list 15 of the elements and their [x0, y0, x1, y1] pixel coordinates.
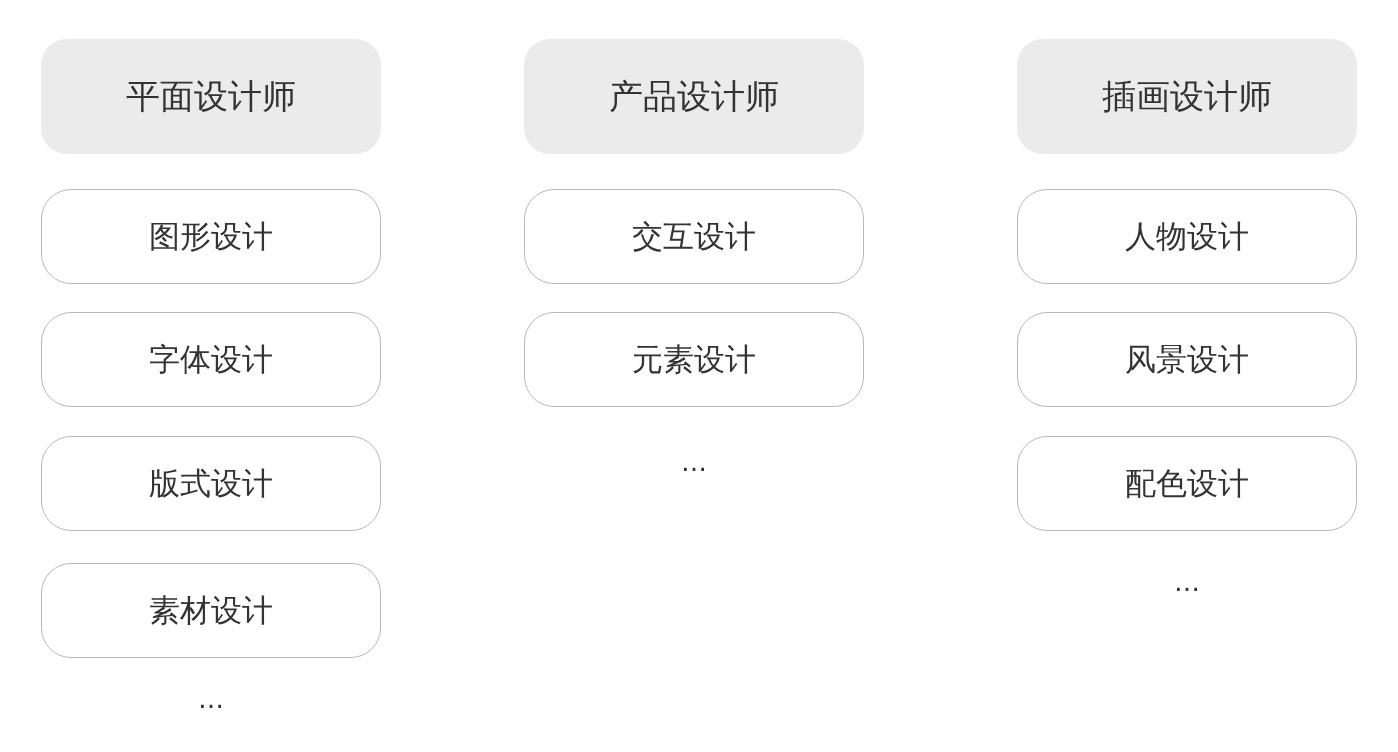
category-box: 平面设计师 — [41, 39, 381, 154]
ellipsis-text: … — [1174, 569, 1200, 595]
category-box: 产品设计师 — [524, 39, 864, 154]
item-box: 图形设计 — [41, 189, 381, 284]
item-box: 元素设计 — [524, 312, 864, 407]
item-box: 素材设计 — [41, 563, 381, 658]
item-box: 交互设计 — [524, 189, 864, 284]
ellipsis-text: … — [681, 449, 707, 475]
item-box: 人物设计 — [1017, 189, 1357, 284]
item-box: 配色设计 — [1017, 436, 1357, 531]
item-box: 风景设计 — [1017, 312, 1357, 407]
category-box: 插画设计师 — [1017, 39, 1357, 154]
item-box: 字体设计 — [41, 312, 381, 407]
ellipsis-text: … — [198, 686, 224, 712]
item-box: 版式设计 — [41, 436, 381, 531]
